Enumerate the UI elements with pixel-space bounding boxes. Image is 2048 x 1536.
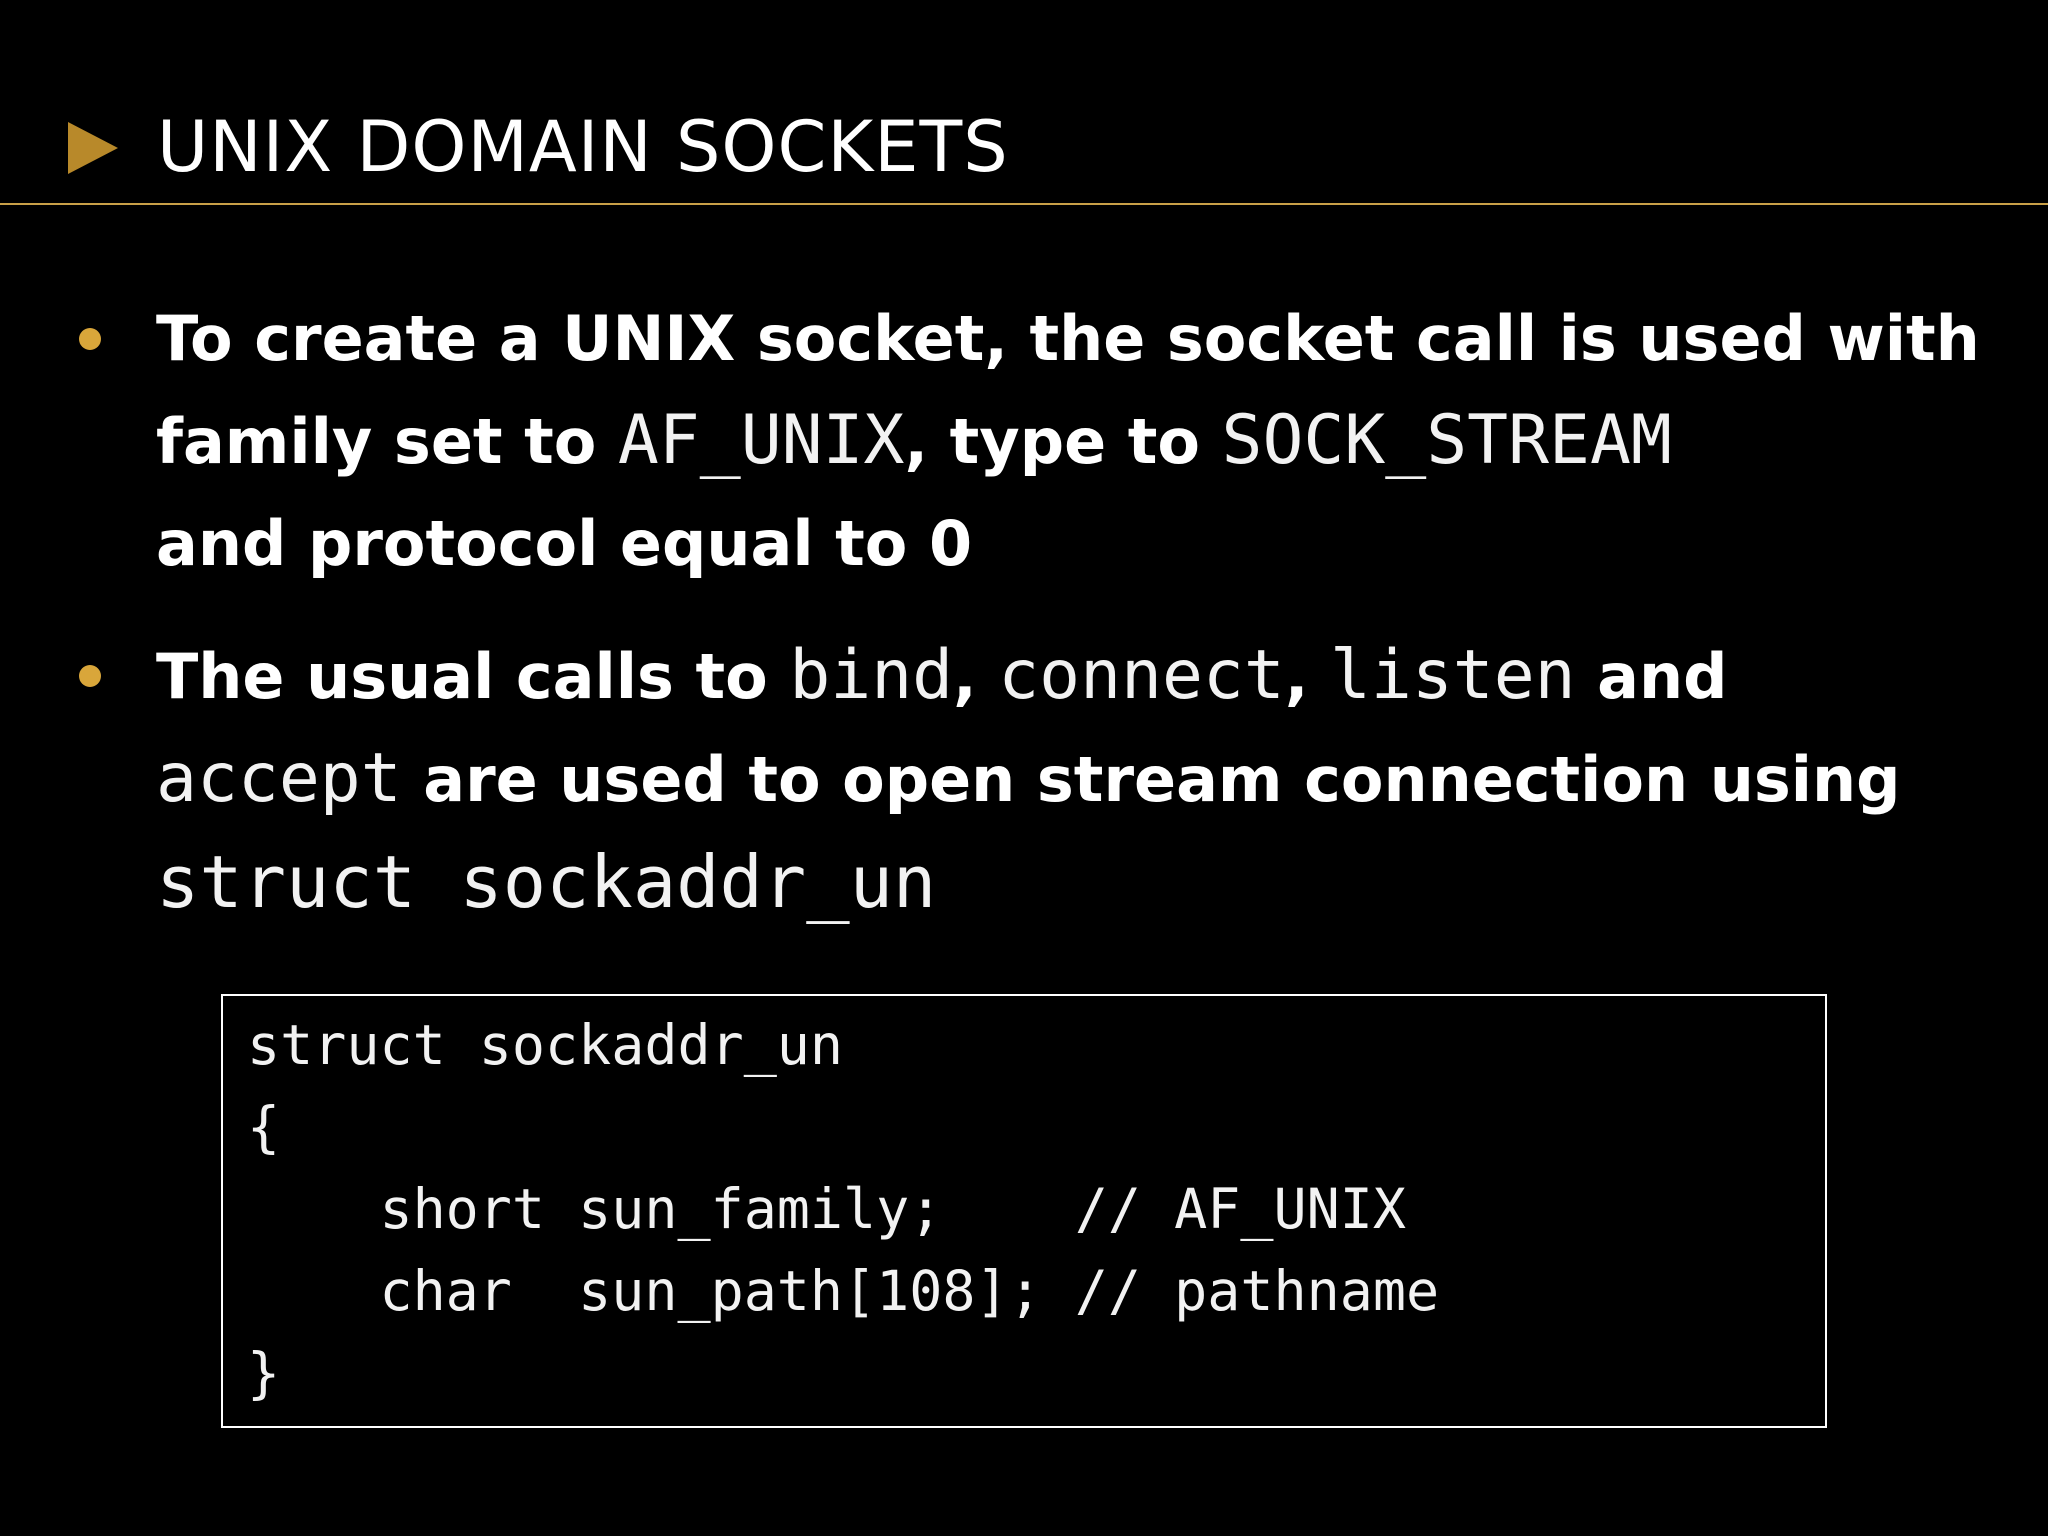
bullet-text: The usual calls to [156,640,790,713]
bullet-line: The usual calls to bind, connect, listen… [156,625,1956,728]
bullet-dot-icon [79,328,101,350]
code-term: listen [1329,636,1576,715]
code-line: char sun_path[108]; // pathname [247,1259,1440,1323]
code-term: struct sockaddr_un [156,840,937,924]
code-term: accept [156,739,402,818]
title-bar: UNIX DOMAIN SOCKETS [0,0,2048,205]
code-line: struct sockaddr_un [247,1013,844,1077]
bullet-text: , type to [904,405,1222,478]
bullet-dot-icon [79,665,101,687]
triangle-arrow-icon [68,122,118,174]
bullet-line: family set to AF_UNIX, type to SOCK_STRE… [156,390,1956,493]
bullet-line: accept are used to open stream connectio… [156,728,1956,831]
bullet-item-1: To create a UNIX socket, the socket call… [79,288,1980,595]
bullet-text: To create a UNIX socket, the socket call… [156,302,1980,375]
code-term: AF_UNIX [617,401,905,480]
bullet-text: and protocol equal to 0 [156,507,973,580]
bullet-line: struct sockaddr_un [156,831,1956,937]
bullet-line: and protocol equal to 0 [156,493,1956,595]
code-lines: struct sockaddr_un { short sun_family; /… [247,1004,1439,1414]
slide-title: UNIX DOMAIN SOCKETS [157,106,1009,188]
bullet-text: , [953,640,999,713]
code-term: connect [998,636,1285,715]
bullet-text: , [1284,640,1330,713]
bullet-item-2: The usual calls to bind, connect, listen… [79,625,1956,937]
code-line: { [247,1095,281,1159]
bullet-text: are used to open stream connection using [401,743,1901,816]
bullet-text: and [1575,640,1728,713]
code-line: short sun_family; // AF_UNIX [247,1177,1406,1241]
code-term: bind [789,636,954,715]
code-term: SOCK_STREAM [1221,401,1672,480]
bullet-line: To create a UNIX socket, the socket call… [156,288,1980,390]
bullet-text: family set to [156,405,618,478]
code-line: } [247,1341,281,1405]
code-block: struct sockaddr_un { short sun_family; /… [221,994,1827,1428]
